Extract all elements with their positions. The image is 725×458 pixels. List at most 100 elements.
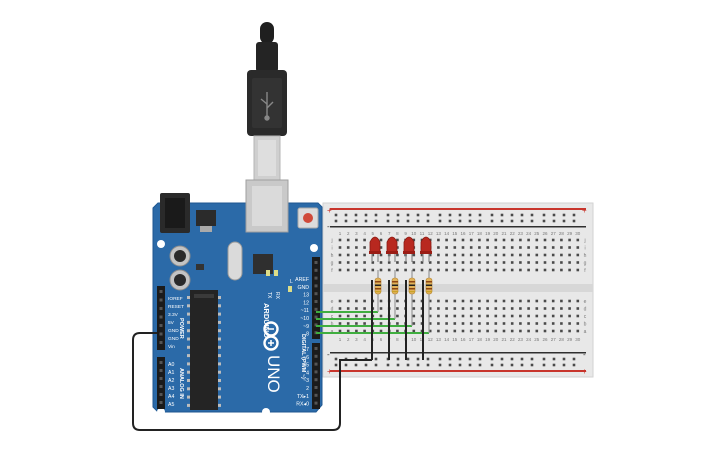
breadboard-hole[interactable]: [568, 253, 571, 257]
breadboard-hole[interactable]: [502, 329, 506, 333]
header-pin-hole[interactable]: [314, 347, 318, 350]
breadboard-hole[interactable]: [469, 314, 473, 318]
breadboard-hole[interactable]: [363, 261, 366, 264]
breadboard-hole[interactable]: [379, 268, 383, 272]
breadboard-hole[interactable]: [560, 314, 563, 318]
led-red[interactable]: [420, 236, 432, 253]
rail-hole[interactable]: [374, 213, 378, 217]
header-pin-hole[interactable]: [159, 369, 163, 372]
breadboard-hole[interactable]: [437, 299, 440, 303]
rail-hole[interactable]: [562, 219, 566, 223]
breadboard-hole[interactable]: [510, 314, 514, 318]
breadboard-hole[interactable]: [469, 322, 473, 325]
breadboard-hole[interactable]: [535, 261, 539, 264]
breadboard-hole[interactable]: [461, 261, 465, 264]
breadboard-hole[interactable]: [338, 246, 342, 249]
usb-cable[interactable]: [247, 22, 287, 181]
breadboard-hole[interactable]: [445, 261, 448, 264]
breadboard-hole[interactable]: [346, 246, 350, 249]
rail-hole[interactable]: [572, 219, 576, 223]
header-pin-hole[interactable]: [314, 386, 318, 389]
breadboard-hole[interactable]: [396, 238, 399, 242]
breadboard-hole[interactable]: [338, 329, 342, 333]
breadboard-hole[interactable]: [428, 329, 432, 333]
breadboard-hole[interactable]: [379, 261, 383, 264]
breadboard-hole[interactable]: [428, 314, 432, 318]
rail-hole[interactable]: [354, 219, 358, 223]
breadboard-hole[interactable]: [371, 253, 375, 257]
header-pin-hole[interactable]: [314, 370, 318, 374]
breadboard-hole[interactable]: [535, 238, 539, 242]
rail-hole[interactable]: [500, 357, 504, 361]
breadboard-hole[interactable]: [346, 329, 350, 333]
breadboard-hole[interactable]: [560, 322, 563, 325]
breadboard-hole[interactable]: [412, 307, 416, 310]
rail-hole[interactable]: [426, 213, 430, 217]
breadboard-hole[interactable]: [363, 246, 366, 249]
rail-hole[interactable]: [438, 363, 442, 367]
header-pin-hole[interactable]: [159, 341, 163, 344]
rail-hole[interactable]: [530, 213, 534, 217]
header-pin-hole[interactable]: [314, 284, 318, 288]
breadboard-hole[interactable]: [453, 261, 457, 264]
breadboard-hole[interactable]: [445, 299, 448, 303]
breadboard-hole[interactable]: [568, 314, 571, 318]
header-pin-hole[interactable]: [314, 401, 318, 405]
breadboard-hole[interactable]: [453, 253, 457, 257]
breadboard-hole[interactable]: [371, 261, 375, 264]
rail-hole[interactable]: [364, 219, 368, 223]
breadboard-hole[interactable]: [502, 246, 506, 249]
breadboard-hole[interactable]: [568, 307, 571, 310]
breadboard-hole[interactable]: [527, 261, 530, 264]
breadboard-hole[interactable]: [437, 329, 440, 333]
header-pin-hole[interactable]: [159, 393, 163, 396]
rail-hole[interactable]: [364, 363, 368, 367]
breadboard-hole[interactable]: [379, 246, 383, 249]
breadboard-hole[interactable]: [568, 238, 571, 242]
breadboard-hole[interactable]: [535, 322, 539, 325]
rail-hole[interactable]: [426, 219, 430, 223]
breadboard-hole[interactable]: [519, 299, 522, 303]
breadboard-hole[interactable]: [412, 253, 416, 257]
breadboard-hole[interactable]: [387, 261, 391, 264]
breadboard-hole[interactable]: [519, 261, 522, 264]
header-pin-hole[interactable]: [314, 323, 318, 327]
breadboard-hole[interactable]: [494, 329, 498, 333]
rail-hole[interactable]: [396, 357, 400, 361]
breadboard-hole[interactable]: [355, 299, 358, 303]
rail-hole[interactable]: [416, 213, 420, 217]
rail-hole[interactable]: [520, 219, 524, 223]
rail-hole[interactable]: [426, 357, 430, 361]
breadboard-hole[interactable]: [519, 253, 522, 257]
breadboard-hole[interactable]: [346, 299, 350, 303]
breadboard-hole[interactable]: [510, 246, 514, 249]
breadboard-hole[interactable]: [338, 314, 342, 318]
breadboard-hole[interactable]: [437, 307, 440, 310]
led-red[interactable]: [386, 236, 398, 253]
rail-hole[interactable]: [406, 213, 410, 217]
breadboard-hole[interactable]: [527, 314, 530, 318]
breadboard-hole[interactable]: [576, 299, 580, 303]
rail-hole[interactable]: [490, 357, 494, 361]
breadboard-hole[interactable]: [478, 246, 481, 249]
breadboard-hole[interactable]: [478, 238, 481, 242]
rail-hole[interactable]: [458, 219, 462, 223]
header-pin-hole[interactable]: [314, 292, 318, 296]
breadboard-hole[interactable]: [486, 322, 489, 325]
breadboard-hole[interactable]: [338, 238, 342, 242]
breadboard-hole[interactable]: [379, 322, 383, 325]
breadboard-hole[interactable]: [453, 246, 457, 249]
header-pin-hole[interactable]: [159, 361, 163, 364]
breadboard-hole[interactable]: [502, 322, 506, 325]
breadboard-hole[interactable]: [355, 261, 358, 264]
digital-header-bottom[interactable]: [312, 343, 320, 409]
rail-hole[interactable]: [552, 213, 556, 217]
breadboard-hole[interactable]: [379, 253, 383, 257]
reset-button-cap[interactable]: [303, 213, 313, 223]
rail-hole[interactable]: [572, 357, 576, 361]
breadboard-hole[interactable]: [543, 314, 547, 318]
breadboard-hole[interactable]: [478, 253, 481, 257]
breadboard-hole[interactable]: [527, 322, 530, 325]
breadboard-hole[interactable]: [510, 253, 514, 257]
header-pin-hole[interactable]: [159, 377, 163, 380]
